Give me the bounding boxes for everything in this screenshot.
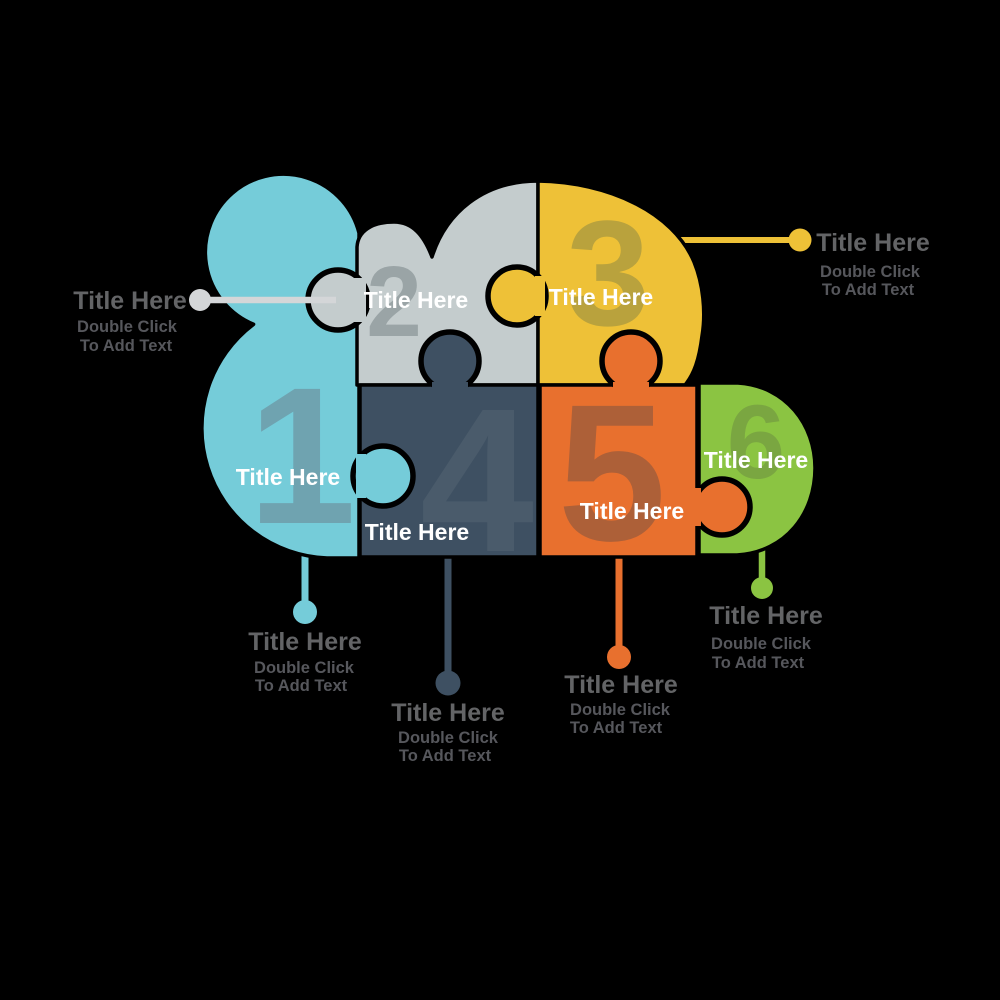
knob-cover-piece2 (354, 278, 366, 322)
piece-4-title[interactable]: Title Here (365, 519, 469, 545)
callout-piece5: Title Here Double Click To Add Text (564, 671, 678, 737)
piece-numbers: 1 2 3 4 5 6 (248, 189, 785, 595)
callout-piece4-line1[interactable]: Double Click (398, 729, 499, 747)
callout-texts: Title Here Double Click To Add Text Titl… (73, 229, 930, 765)
callout-dot-piece6 (751, 577, 773, 599)
callout-piece5-line2[interactable]: To Add Text (570, 719, 663, 737)
piece-5-title[interactable]: Title Here (580, 498, 684, 524)
callout-dot-piece4 (435, 670, 461, 696)
puzzle-piece-3[interactable] (536, 179, 706, 387)
piece-1-number: 1 (248, 347, 356, 565)
callout-dot-piece3 (788, 228, 812, 252)
callout-piece1-line2[interactable]: To Add Text (255, 677, 348, 695)
piece-titles: Title Here Title Here Title Here Title H… (236, 284, 808, 545)
knob-cover-piece4 (432, 382, 468, 394)
callout-piece2-line2[interactable]: To Add Text (80, 337, 173, 355)
puzzle-piece-4[interactable] (358, 383, 540, 559)
callout-piece3: Title Here Double Click To Add Text (816, 229, 930, 299)
callout-piece5-title[interactable]: Title Here (564, 671, 678, 699)
callout-piece1-title[interactable]: Title Here (248, 628, 362, 656)
knob-piece3-left[interactable] (485, 264, 549, 328)
knob-cover-piece5-up (613, 382, 649, 394)
callout-piece6-line2[interactable]: To Add Text (712, 654, 805, 672)
puzzle-piece-2[interactable] (355, 179, 540, 387)
callout-piece1-line1[interactable]: Double Click (254, 659, 355, 677)
callout-piece6: Title Here Double Click To Add Text (709, 602, 823, 672)
callout-dot-piece5 (607, 645, 631, 669)
callout-piece3-line1[interactable]: Double Click (820, 263, 921, 281)
callout-piece6-title[interactable]: Title Here (709, 602, 823, 630)
knob-cover-piece1 (356, 454, 366, 498)
puzzle-knobs (305, 264, 753, 538)
piece-2-number: 2 (366, 246, 422, 358)
puzzle-piece-1[interactable] (200, 172, 361, 560)
callout-piece4-line2[interactable]: To Add Text (399, 747, 492, 765)
callout-piece2-title[interactable]: Title Here (73, 287, 187, 315)
piece-2-title[interactable]: Title Here (364, 287, 468, 313)
callout-piece5-line1[interactable]: Double Click (570, 701, 671, 719)
callout-dot-piece2 (189, 289, 211, 311)
callout-piece2: Title Here Double Click To Add Text (73, 287, 187, 355)
piece-3-title[interactable]: Title Here (549, 284, 653, 310)
callout-piece2-line1[interactable]: Double Click (77, 318, 178, 336)
callout-piece6-line1[interactable]: Double Click (711, 635, 812, 653)
callout-piece4-title[interactable]: Title Here (391, 699, 505, 727)
piece-1-title[interactable]: Title Here (236, 464, 340, 490)
knob-piece1-right[interactable] (350, 443, 416, 509)
callout-piece3-line2[interactable]: To Add Text (822, 281, 915, 299)
piece-4-number: 4 (420, 366, 534, 595)
puzzle-pieces (200, 172, 817, 560)
callout-piece4: Title Here Double Click To Add Text (391, 699, 505, 765)
piece-3-number: 3 (566, 189, 649, 357)
callout-piece1: Title Here Double Click To Add Text (248, 628, 362, 695)
piece-6-title[interactable]: Title Here (704, 447, 808, 473)
piece-5-number: 5 (558, 364, 666, 582)
callout-piece3-title[interactable]: Title Here (816, 229, 930, 257)
callout-dot-piece1 (293, 600, 317, 624)
knob-cover-piece5-right (686, 488, 701, 526)
piece-6-number: 6 (727, 384, 785, 501)
knob-cover-piece3 (535, 276, 545, 316)
